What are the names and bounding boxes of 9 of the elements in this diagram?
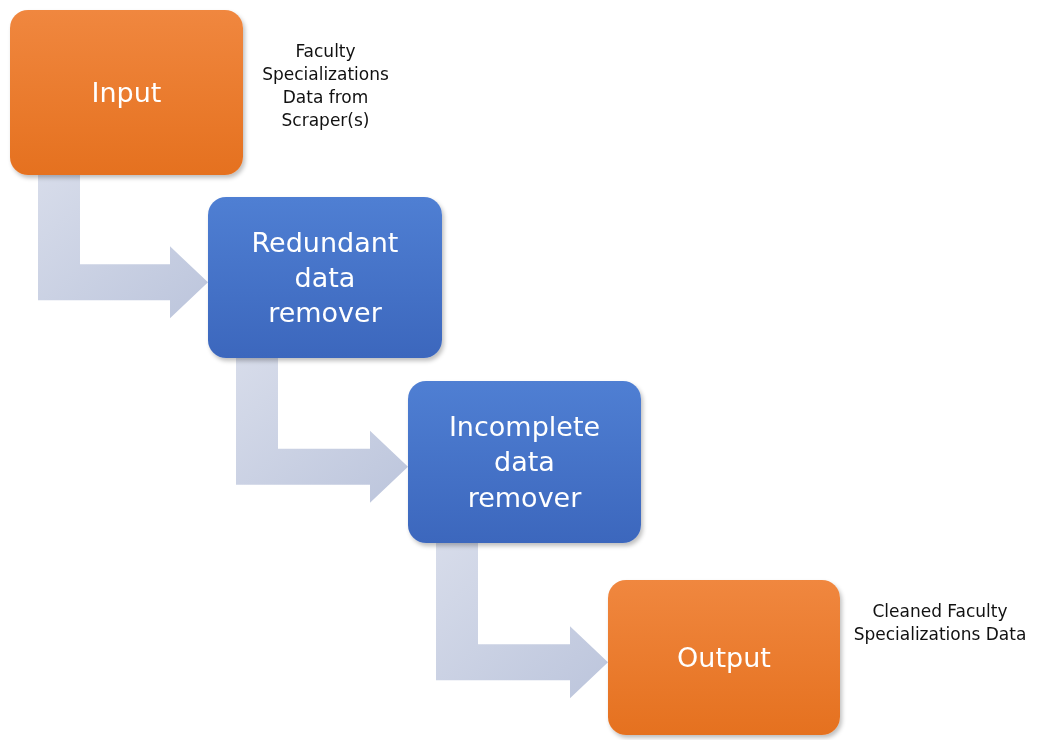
node-caption: Cleaned Faculty Specializations Data — [852, 600, 1028, 646]
bent-arrow — [38, 175, 208, 319]
io-box: Output — [608, 580, 840, 735]
process-box: Redundant data remover — [208, 197, 442, 358]
bent-arrow — [236, 358, 408, 503]
process-box: Incomplete data remover — [408, 381, 641, 543]
node-caption: Faculty Specializations Data from Scraper(s) — [261, 40, 390, 132]
io-box: Input — [10, 10, 243, 175]
bent-arrow — [436, 543, 608, 699]
